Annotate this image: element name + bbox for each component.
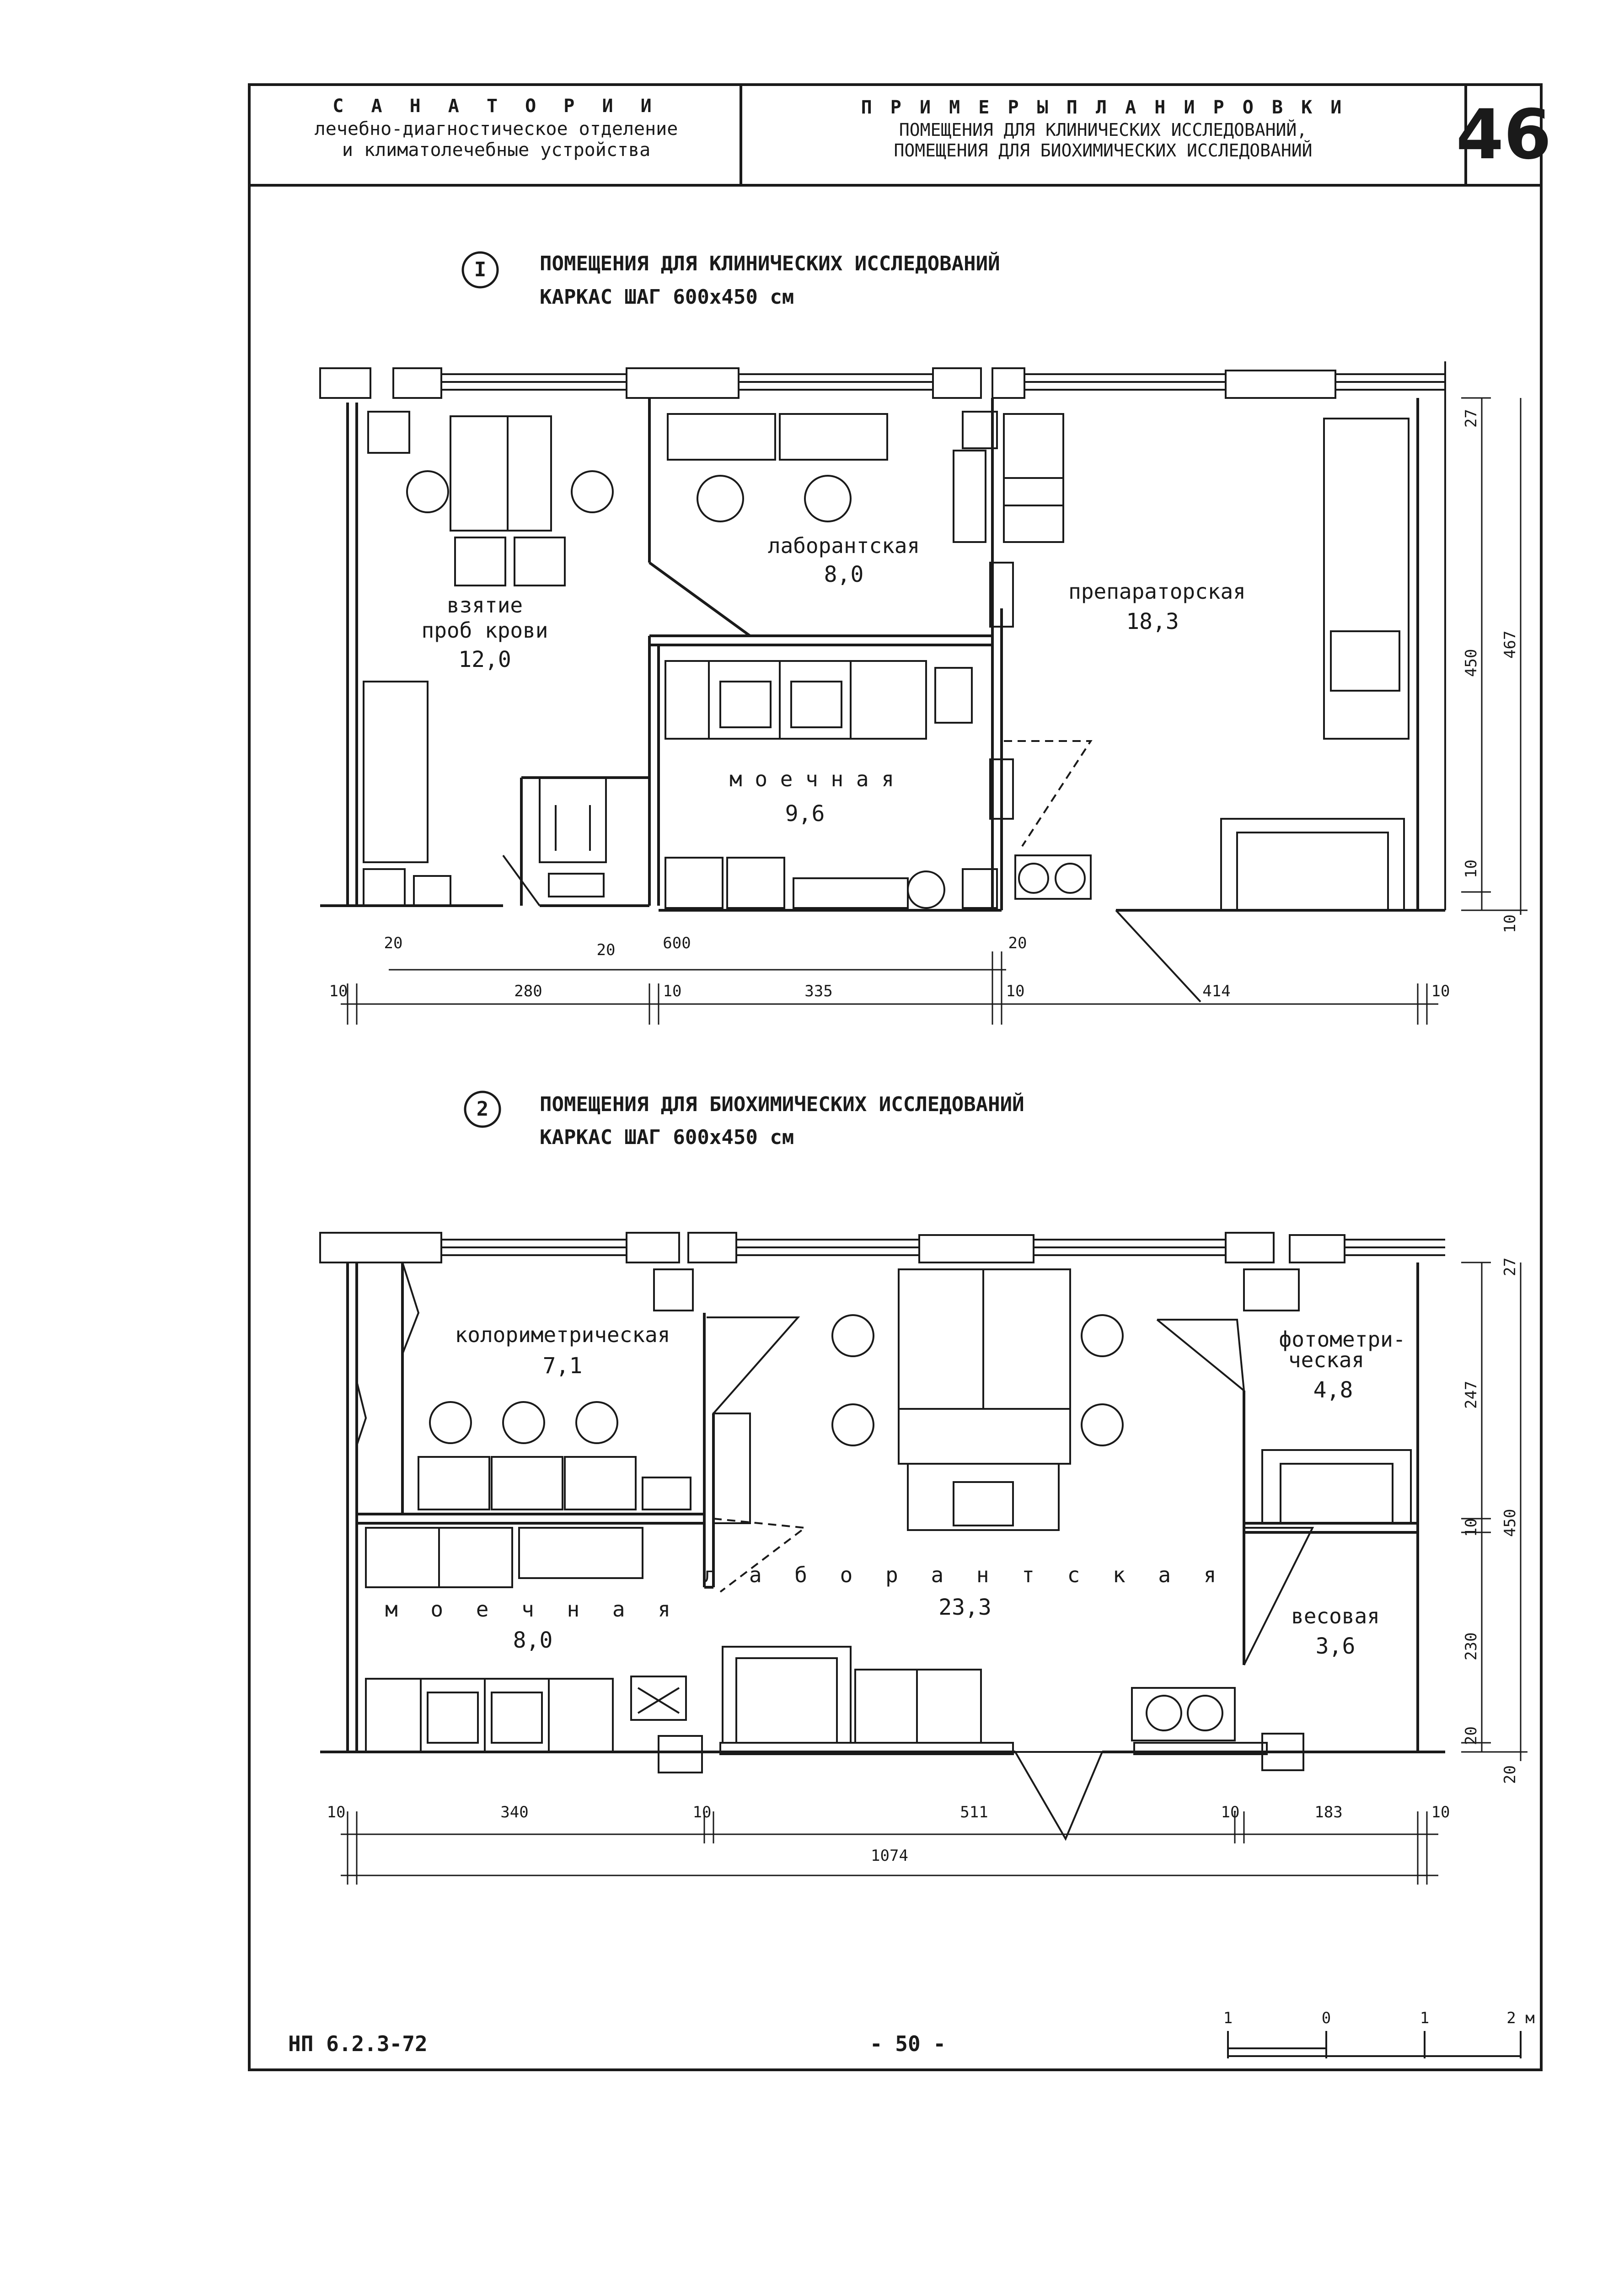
plan2-dim-total: 1074 xyxy=(871,1847,908,1865)
plan1-dim-h: 20 xyxy=(1008,934,1027,952)
plan2-room-colorimetric-name: колориметрическая xyxy=(455,1322,670,1347)
header-left-line1: лечебно-диагностическое отделение xyxy=(314,118,678,140)
plan2-doors xyxy=(356,1262,1314,1841)
plan1-marker: I xyxy=(474,258,487,281)
plan1-dim-v: 27 xyxy=(1462,409,1480,428)
scale-label: 0 xyxy=(1321,2009,1331,2027)
plan2-room-lab-name: л а б о р а н т с к а я xyxy=(703,1563,1227,1587)
plan1-room-lab-area: 8,0 xyxy=(824,562,864,587)
plan1-dim-v: 450 xyxy=(1462,649,1480,677)
plan2-drawing xyxy=(319,1090,1528,1885)
plan1-dim-h: 10 xyxy=(663,982,682,1000)
plan2-furniture-washing xyxy=(365,1527,703,1773)
plan1-dim-v: 10 xyxy=(1501,914,1519,933)
footer-code: НП 6.2.3-72 xyxy=(288,2031,428,2056)
plan2-furniture-photometric xyxy=(1261,1449,1412,1524)
plan2-room-photometric-area: 4,8 xyxy=(1313,1377,1353,1403)
plan1-furniture-preparatory xyxy=(1003,413,1410,911)
plan2-dim-h: 10 xyxy=(692,1803,712,1821)
plan2-marker: 2 xyxy=(476,1097,489,1121)
plan2-dim-h: 10 xyxy=(1221,1803,1240,1821)
plan1-dimension-lines xyxy=(341,397,1528,1025)
plan2-room-washing-area: 8,0 xyxy=(513,1628,553,1653)
plan1-marker-circle xyxy=(461,251,499,289)
plan2-room-weighing-area: 3,6 xyxy=(1315,1633,1356,1659)
plan1-room-washing-area: 9,6 xyxy=(785,801,825,827)
scale-bar-graphic xyxy=(1227,2031,1522,2058)
plan2-title: ПОМЕЩЕНИЯ ДЛЯ БИОХИМИЧЕСКИХ ИССЛЕДОВАНИЙ xyxy=(540,1093,1024,1116)
plan2-dim-v: 230 xyxy=(1462,1632,1480,1660)
plan1-room-lab-name: лаборантская xyxy=(767,533,920,558)
plan2-dim-v: 27 xyxy=(1501,1257,1519,1276)
plan1-furniture-blood-sampling xyxy=(363,411,614,907)
plan2-room-photometric-name: фотометри- xyxy=(1279,1327,1406,1352)
plan1-dim-h: 280 xyxy=(514,982,542,1000)
plan1-dim-v: 467 xyxy=(1501,630,1519,659)
scale-label: 1 xyxy=(1223,2009,1233,2027)
header-right-line2: ПОМЕЩЕНИЯ ДЛЯ БИОХИМИЧЕСКИХ ИССЛЕДОВАНИЙ xyxy=(894,140,1313,161)
header-right-title: П Р И М Е Р Ы П Л А Н И Р О В К И xyxy=(861,97,1345,118)
plan2-dim-h: 340 xyxy=(500,1803,529,1821)
plan1-furniture-washing xyxy=(665,660,998,909)
plan1-drawing xyxy=(319,251,1528,1025)
plan2-marker-circle xyxy=(464,1090,501,1128)
plan1-furniture-lab xyxy=(667,411,998,543)
sheet-number: 46 xyxy=(1456,95,1552,175)
plan1-title: ПОМЕЩЕНИЯ ДЛЯ КЛИНИЧЕСКИХ ИССЛЕДОВАНИЙ xyxy=(540,252,1000,275)
plan2-dim-h: 511 xyxy=(960,1803,988,1821)
plan2-dim-v: 10 xyxy=(1462,1518,1480,1537)
plan2-dim-v: 450 xyxy=(1501,1509,1519,1537)
plan1-dim-h: 600 xyxy=(663,934,691,952)
plan2-dim-v: 20 xyxy=(1462,1726,1480,1745)
scale-label: 1 xyxy=(1420,2009,1430,2027)
footer-page: - 50 - xyxy=(869,2031,946,2056)
plan1-doors xyxy=(502,562,1201,1003)
plan2-subtitle: КАРКАС ШАГ 600х450 см xyxy=(540,1126,794,1149)
plan1-dim-h: 10 xyxy=(329,982,348,1000)
plan2-room-washing-name: м о е ч н а я xyxy=(385,1597,681,1622)
plan2-dim-v: 247 xyxy=(1462,1381,1480,1409)
plan1-room-washing-name: м о е ч н а я xyxy=(729,767,895,791)
plan1-room-prep-area: 18,3 xyxy=(1126,609,1179,634)
plan1-dim-h: 414 xyxy=(1202,982,1231,1000)
scale-label: 2 м xyxy=(1506,2009,1535,2027)
plan2-dim-h: 10 xyxy=(1431,1803,1450,1821)
header-right-line1: ПОМЕЩЕНИЯ ДЛЯ КЛИНИЧЕСКИХ ИССЛЕДОВАНИЙ, xyxy=(899,120,1308,140)
plan1-dim-h: 10 xyxy=(1006,982,1025,1000)
plan2-dim-h: 183 xyxy=(1314,1803,1343,1821)
plan1-dim-h: 10 xyxy=(1431,982,1450,1000)
sheet-frame xyxy=(248,83,1543,2071)
plan1-room-blood-name2: проб крови xyxy=(421,618,548,643)
plan2-room-weighing-name: весовая xyxy=(1291,1604,1380,1628)
plan2-furniture-lab xyxy=(713,1268,1304,1771)
plan2-room-photometric-name2: ческая xyxy=(1288,1348,1365,1372)
plan1-room-blood-name: взятие xyxy=(446,593,523,618)
plan2-room-colorimetric-area: 7,1 xyxy=(542,1353,583,1379)
plan2-dim-v: 20 xyxy=(1501,1765,1519,1784)
header-left-title: С А Н А Т О Р И И xyxy=(332,96,660,117)
plan2-room-lab-area: 23,3 xyxy=(938,1595,992,1620)
plan1-subtitle: КАРКАС ШАГ 600х450 см xyxy=(540,285,794,309)
plan2-window-band xyxy=(319,1232,1445,1263)
plan1-dim-h: 20 xyxy=(384,934,403,952)
plan1-room-blood-area: 12,0 xyxy=(458,647,511,672)
header-left-line2: и климатолечебные устройства xyxy=(342,140,651,161)
plan1-dim-h: 20 xyxy=(596,941,616,959)
plan2-dim-h: 10 xyxy=(327,1803,346,1821)
plan2-furniture-colorimetric xyxy=(418,1401,691,1510)
plan2-dimension-lines xyxy=(341,1262,1528,1885)
plan1-dim-h: 335 xyxy=(804,982,833,1000)
plan1-room-prep-name: препараторская xyxy=(1068,579,1246,604)
plan1-dim-v: 10 xyxy=(1462,859,1480,878)
plan1-window-band xyxy=(319,361,1446,910)
